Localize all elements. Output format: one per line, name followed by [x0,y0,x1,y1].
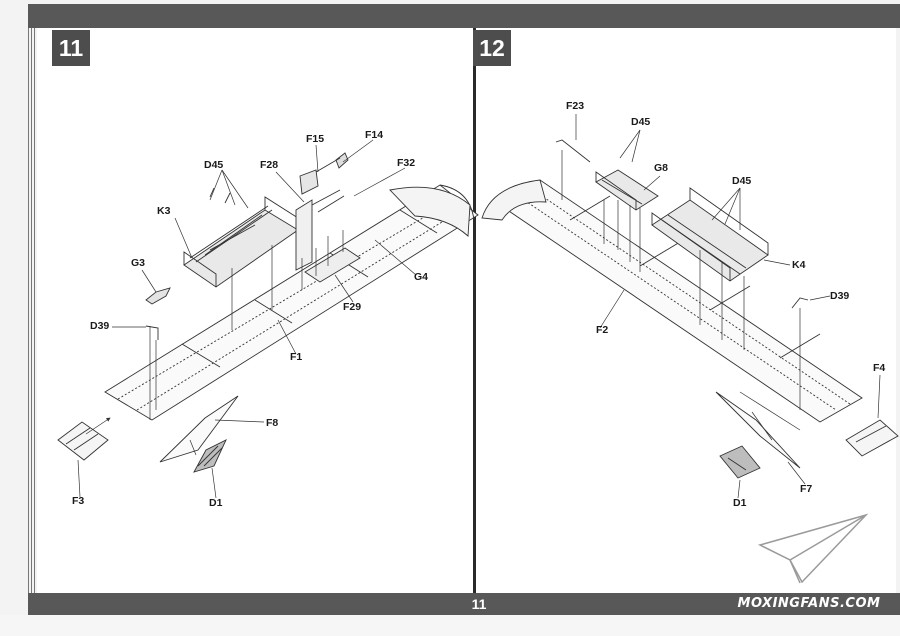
step-number-badge: 11 [52,30,90,66]
part-label-d45: D45 [204,159,224,171]
header-bar [28,4,900,28]
step-number-badge: 12 [473,30,511,66]
part-label-f7: F7 [800,483,813,495]
footer-bar [28,593,900,615]
page-stack-edge [31,28,32,615]
part-label-k3: K3 [157,205,171,217]
part-label-f29: F29 [343,301,362,313]
part-label-d1: D1 [733,497,747,509]
page-margin-bottom [0,615,900,636]
part-label-g4: G4 [414,271,429,283]
part-d39-right [791,297,809,309]
part-label-f15: F15 [306,133,325,145]
part-label-d39: D39 [90,320,110,332]
part-d39 [145,325,159,340]
page-number: 11 [471,596,487,612]
watermark-logo [757,513,869,584]
part-f14 [335,152,349,169]
part-label-d45: D45 [732,175,752,187]
part-f15 [315,157,341,173]
part-label-f1: F1 [290,351,303,363]
page-stack-edge [34,28,35,615]
part-label-f28: F28 [260,159,279,171]
left-floor-panel [104,184,479,421]
part-label-f14: F14 [365,129,384,141]
page-spine [473,28,476,593]
part-d45 [209,187,231,204]
part-label-d45: D45 [631,116,651,128]
part-f23 [555,139,591,163]
part-label-g8: G8 [654,162,669,174]
part-f8 [159,395,239,463]
part-k4-box [651,187,769,282]
part-label-f32: F32 [397,157,416,169]
right-rear-fender [481,179,547,221]
page-stack-edge [28,28,29,615]
part-label-k4: K4 [792,259,806,271]
part-k3-box [183,196,299,288]
part-label-f8: F8 [266,417,279,429]
part-g8-box [595,169,659,211]
part-label-f2: F2 [596,324,609,336]
part-label-d1: D1 [209,497,223,509]
part-seat-frame [295,169,361,283]
part-label-f23: F23 [566,100,585,112]
watermark-text: MOXINGFANS.COM [737,595,881,611]
part-f3 [57,421,109,461]
part-label-g3: G3 [131,257,146,269]
part-f7 [715,391,801,469]
part-f4 [845,419,899,457]
part-g3 [145,287,171,305]
part-d1 [193,439,227,473]
part-label-f3: F3 [72,495,85,507]
part-label-f4: F4 [873,362,886,374]
left-rear-fender [389,186,471,237]
part-label-d39: D39 [830,290,850,302]
part-d1-right [719,445,761,479]
